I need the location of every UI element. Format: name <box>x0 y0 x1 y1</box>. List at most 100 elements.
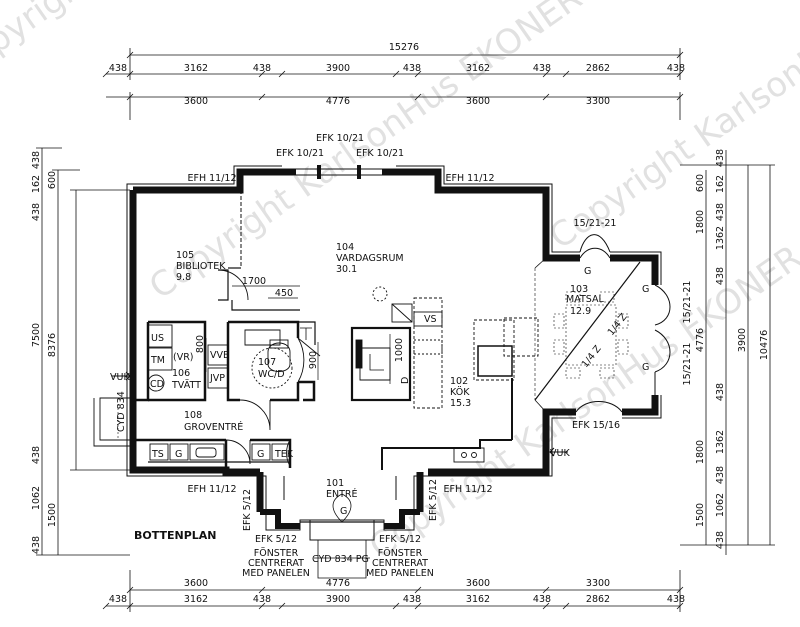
window-label: EFK 10/21 <box>276 148 324 159</box>
room-area: 9.8 <box>176 272 191 283</box>
room-number: 104 <box>336 242 354 253</box>
room-area: 12.9 <box>570 306 591 317</box>
fonster-label: CENTRERAT <box>372 558 428 569</box>
room-number: 107 <box>258 357 276 368</box>
dim-bottom-outer: 3900 <box>326 594 350 605</box>
fixture-label: G <box>642 362 649 373</box>
room-area: 15.3 <box>450 398 471 409</box>
vuk-markers <box>112 371 568 457</box>
inner-dim: 1000 <box>394 338 405 362</box>
fixture-label: TEK <box>274 449 294 460</box>
fonster-label: FÖNSTER <box>378 548 423 559</box>
room-name: VARDAGSRUM <box>336 253 404 264</box>
dimension-tick <box>676 93 684 101</box>
dimension-tick <box>126 93 134 101</box>
inner-dim: 450 <box>275 288 293 299</box>
window-labels: EFK 10/21 EFK 10/21 EFK 10/21 EFH 11/12 … <box>187 133 693 545</box>
dimension-tick <box>414 70 422 78</box>
left-dimension-labels: 438 162 600 438 7500 8376 438 1062 1500 … <box>31 151 58 554</box>
fixture-label: 1/4 Z <box>606 311 630 338</box>
dim-bottom-outer: 438 <box>533 594 551 605</box>
dim-right-mid: 3900 <box>737 328 748 352</box>
dim-left: 438 <box>31 446 42 464</box>
window-label: EFK 5/12 <box>428 479 439 521</box>
window-label: EFK 15/16 <box>572 420 620 431</box>
dimension-tick <box>542 586 550 594</box>
dim-top-mid: 438 <box>403 63 421 74</box>
fixture-label: VVB <box>210 350 230 361</box>
dimension-tick <box>278 602 286 610</box>
window-label: EFK 5/12 <box>379 534 421 545</box>
fixture-label: G <box>257 449 264 460</box>
dim-top-mid: 438 <box>533 63 551 74</box>
dim-top-inner: 3600 <box>466 96 490 107</box>
dim-left-mid: 7500 <box>31 323 42 347</box>
room-number: 108 <box>184 410 202 421</box>
dimension-tick <box>414 93 422 101</box>
bottom-dimension-labels: 3600 4776 3600 3300 438 3162 438 3900 43… <box>109 578 685 605</box>
dim-right: 1800 <box>695 440 706 464</box>
fixture-label: TS <box>151 449 164 460</box>
room-number: 101 <box>326 478 344 489</box>
dim-right: 600 <box>695 174 706 192</box>
dimension-tick <box>676 586 684 594</box>
room-number: 102 <box>450 376 468 387</box>
window-label: EFK 10/21 <box>356 148 404 159</box>
top-dimension-labels: 15276 438 3162 438 3900 438 3162 438 286… <box>109 42 685 107</box>
dim-bottom-inner: 3600 <box>184 578 208 589</box>
room-name: GROVENTRÉ <box>184 421 243 433</box>
fixture-label: G <box>175 449 182 460</box>
dim-left: 600 <box>47 171 58 189</box>
fonster-label: MED PANELEN <box>366 568 434 579</box>
dimension-tick <box>542 70 550 78</box>
dim-top-inner: 3300 <box>586 96 610 107</box>
left-dimensions <box>36 147 130 556</box>
fixture-label: D <box>400 377 411 384</box>
dim-right: 438 <box>715 531 726 549</box>
room-name: KÖK <box>450 387 470 398</box>
exterior-wall-outline <box>126 165 662 531</box>
fixture-label: JVP <box>209 373 225 384</box>
doors <box>217 269 321 467</box>
fonster-label: MED PANELEN <box>242 568 310 579</box>
dim-right-mid: 4776 <box>695 328 706 352</box>
dim-right: 162 <box>715 175 726 193</box>
dim-left: 162 <box>31 175 42 193</box>
room-area: 30.1 <box>336 264 357 275</box>
window-label: EFH 11/12 <box>445 173 494 184</box>
dim-bottom-inner: 3300 <box>586 578 610 589</box>
dim-left: 438 <box>31 203 42 221</box>
room-name: TVÄTT <box>171 380 201 391</box>
dim-top-mid: 3162 <box>466 63 490 74</box>
dim-bottom-inner: 3600 <box>466 578 490 589</box>
dimension-tick <box>562 70 570 78</box>
fixture-label: (VR) <box>173 352 194 363</box>
dim-top-inner: 4776 <box>326 96 350 107</box>
dim-right: 438 <box>715 149 726 167</box>
dim-left: 1500 <box>47 503 58 527</box>
dim-left: 438 <box>31 536 42 554</box>
dim-right: 1062 <box>715 493 726 517</box>
dim-right-mid: 1500 <box>695 503 706 527</box>
dim-top-mid: 438 <box>667 63 685 74</box>
bottom-dimensions <box>102 570 684 612</box>
dimension-tick <box>258 602 266 610</box>
dining-table <box>553 291 629 379</box>
dim-right-total: 10476 <box>759 330 770 360</box>
room-number: 103 <box>570 284 588 295</box>
inner-dimensions: 1700 450 800 900 1000 <box>195 276 405 384</box>
dimension-tick <box>126 602 134 610</box>
fixture-label: CD <box>150 379 164 390</box>
dimension-tick <box>542 602 550 610</box>
dimension-tick <box>676 51 684 59</box>
window-label: EFH 11/12 <box>187 173 236 184</box>
dim-top-mid: 438 <box>253 63 271 74</box>
room-name: WC/D <box>258 369 285 380</box>
dimension-tick <box>542 93 550 101</box>
dim-bottom-outer: 3162 <box>184 594 208 605</box>
entry-bay <box>260 476 420 579</box>
dimension-tick <box>258 586 266 594</box>
right-dimension-labels: 438 162 600 438 1800 1362 438 4776 3900 … <box>695 149 770 549</box>
bath-fixtures <box>147 324 312 392</box>
